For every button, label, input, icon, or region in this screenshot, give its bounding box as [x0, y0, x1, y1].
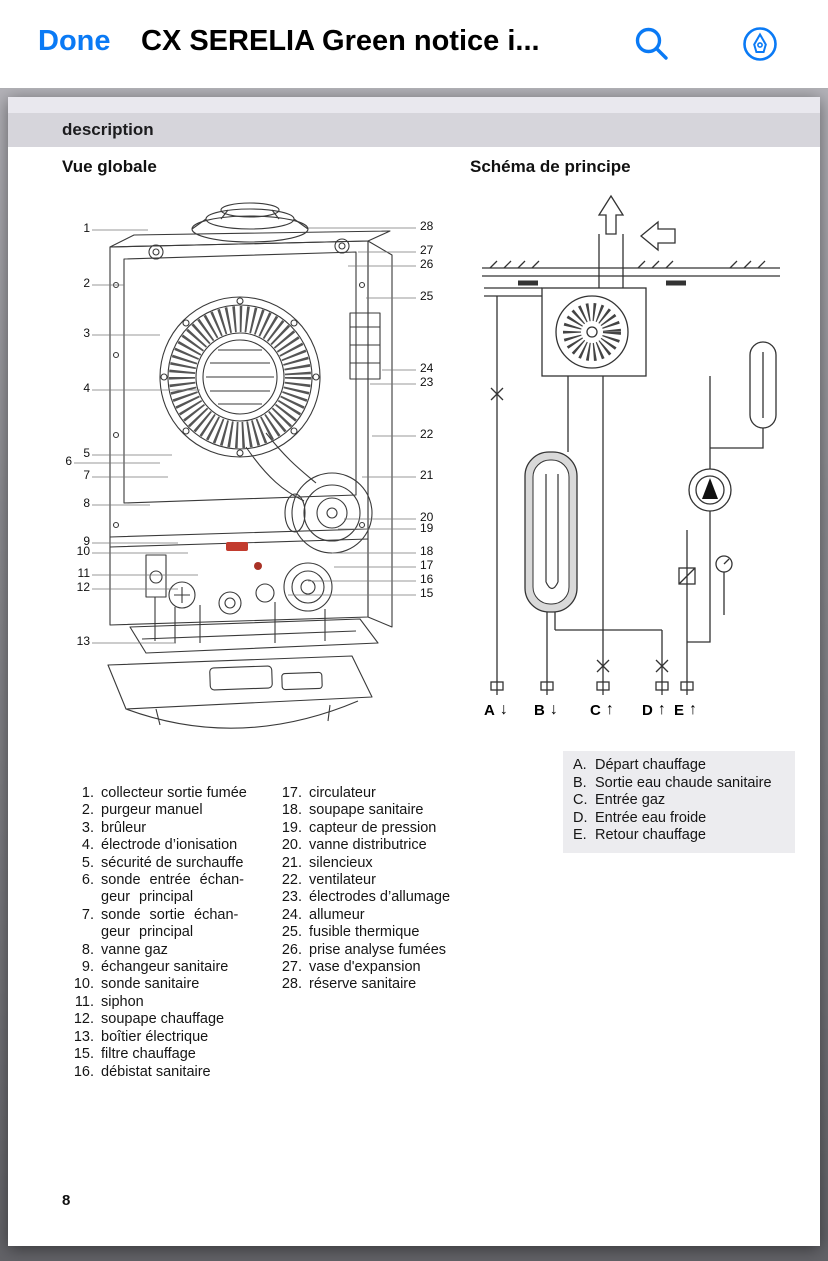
port-label-c: C↑	[590, 701, 614, 720]
schema-legend-item: D.Entrée eau froide	[573, 809, 707, 826]
legend-item: 3.brûleur	[81, 819, 147, 836]
legend-item: 8.vanne gaz	[81, 941, 168, 958]
search-button[interactable]	[633, 25, 671, 63]
legend-item: 7.sonde sortie échan- geur principal	[81, 906, 239, 941]
legend-column-right: 17.circulateur 18.soupape sanitaire 19.c…	[276, 785, 486, 994]
legend-item: 27.vase d'expansion	[281, 959, 421, 976]
callout-number: 26	[420, 257, 434, 271]
down-arrow-icon: ↓	[549, 701, 558, 718]
down-arrow-icon: ↓	[499, 701, 508, 718]
description-header-bar: description	[8, 113, 820, 147]
legend-column-left: 1.collecteur sortie fumée 2.purgeur manu…	[68, 785, 274, 1081]
document-title: CX SERELIA Green notice i...	[141, 25, 540, 57]
schema-legend-item: C.Entrée gaz	[573, 792, 666, 809]
navigation-bar: Done CX SERELIA Green notice i...	[0, 0, 828, 89]
callout-number: 16	[420, 572, 434, 586]
callout-number: 22	[420, 427, 434, 441]
legend-item: 25.fusible thermique	[281, 924, 420, 941]
port-label-b: B↓	[534, 701, 558, 720]
callout-number: 28	[420, 219, 434, 233]
callout-number: 10	[76, 544, 90, 558]
legend-item: 28.réserve sanitaire	[281, 976, 417, 993]
legend-item: 5.sécurité de surchauffe	[81, 854, 244, 871]
schema-legend-item: E.Retour chauffage	[573, 827, 706, 844]
callout-number: 18	[420, 544, 434, 558]
legend-item: 2.purgeur manuel	[81, 802, 203, 819]
callout-number: 13	[76, 634, 90, 648]
legend-item: 10.sonde sanitaire	[73, 976, 200, 993]
callout-number: 6	[65, 454, 72, 468]
legend-item: 17.circulateur	[281, 785, 376, 801]
schema-legend: A.Départ chauffage B.Sortie eau chaude s…	[563, 751, 795, 853]
pdf-page[interactable]: description Vue globale Schéma de princi…	[8, 97, 820, 1246]
callout-number: 4	[83, 381, 90, 395]
legend-item: 15.filtre chauffage	[73, 1046, 196, 1063]
description-header: description	[62, 120, 154, 139]
callout-number: 3	[83, 326, 90, 340]
legend-item: 13.boîtier électrique	[73, 1028, 209, 1045]
done-button[interactable]: Done	[38, 25, 111, 57]
legend-item: 22.ventilateur	[281, 872, 376, 889]
principle-schematic: A↓ B↓ C↑ D↑ E↑	[470, 190, 790, 750]
principle-schematic-drawing	[482, 194, 780, 695]
markup-pen-icon	[743, 27, 777, 61]
legend-item: 12.soupape chauffage	[73, 1011, 225, 1028]
port-label-e: E↑	[674, 701, 698, 720]
callout-number: 15	[420, 586, 434, 600]
callout-number: 17	[420, 558, 434, 572]
legend-item: 11.siphon	[74, 993, 144, 1010]
callout-number: 5	[83, 446, 90, 460]
legend-item: 18.soupape sanitaire	[281, 802, 424, 819]
callout-number: 2	[83, 276, 90, 290]
port-label-d: D↑	[642, 701, 666, 720]
legend-item: 6.sonde entrée échan- geur principal	[81, 872, 245, 906]
legend-item: 4.électrode d’ionisation	[81, 837, 238, 854]
callout-number: 27	[420, 243, 434, 257]
schema-legend-item: A.Départ chauffage	[573, 757, 706, 773]
section-title-vue-globale: Vue globale	[62, 157, 157, 176]
boiler-exploded-view: 1 2 3 4 5 6 7 8 9 10 11 12 13 28 27 26 2…	[60, 195, 445, 750]
up-arrow-icon: ↑	[689, 701, 698, 718]
callout-number: 8	[83, 496, 90, 510]
legend-item: 9.échangeur sanitaire	[81, 959, 229, 976]
page-top-strip	[8, 97, 820, 113]
up-arrow-icon: ↑	[657, 701, 666, 718]
section-title-schema-de-principe: Schéma de principe	[470, 157, 631, 176]
callout-number: 24	[420, 361, 434, 375]
callout-number: 25	[420, 289, 434, 303]
search-icon	[635, 27, 668, 60]
callout-number: 21	[420, 468, 434, 482]
callout-number: 1	[83, 221, 90, 235]
callout-number: 23	[420, 375, 434, 389]
callout-number: 7	[83, 468, 90, 482]
callout-number: 9	[83, 534, 90, 548]
legend-item: 21.silencieux	[281, 854, 373, 871]
legend-item: 20.vanne distributrice	[281, 837, 427, 854]
legend-item: 16.débistat sanitaire	[73, 1063, 211, 1080]
markup-button[interactable]	[741, 25, 779, 63]
port-label-a: A↓	[484, 701, 508, 720]
page-number: 8	[62, 1192, 71, 1209]
legend-item: 23.électrodes d’allumage	[281, 889, 451, 906]
legend-item: 19.capteur de pression	[281, 819, 437, 836]
callout-number: 19	[420, 521, 434, 535]
callout-number: 20	[420, 510, 434, 524]
up-arrow-icon: ↑	[605, 701, 614, 718]
legend-item: 1.collecteur sortie fumée	[81, 785, 247, 801]
callout-number: 12	[76, 580, 90, 594]
legend-item: 26.prise analyse fumées	[281, 941, 447, 958]
schema-legend-item: B.Sortie eau chaude sanitaire	[573, 774, 772, 791]
callout-number: 11	[77, 566, 90, 580]
boiler-exploded-drawing	[74, 202, 416, 729]
legend-item: 24.allumeur	[281, 906, 365, 923]
